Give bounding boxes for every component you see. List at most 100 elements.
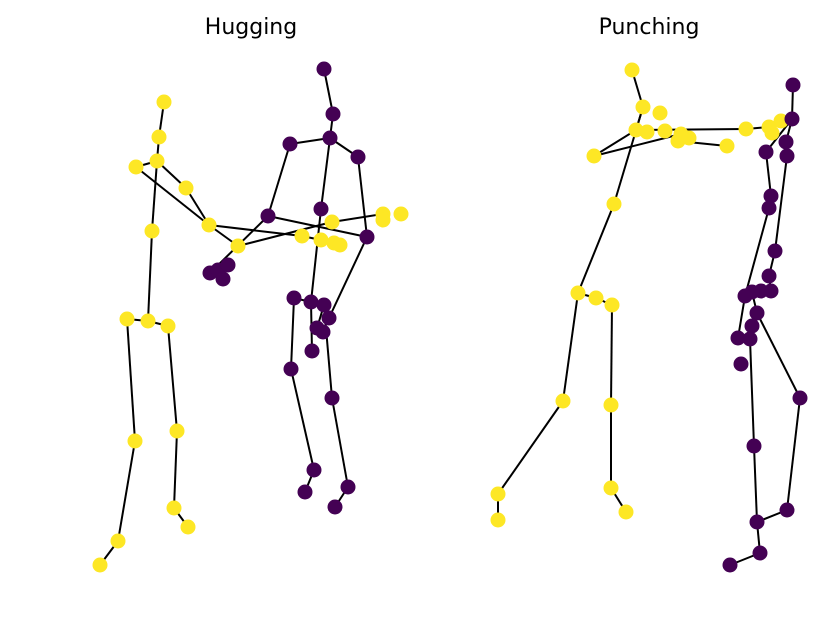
panel-punching: [490, 62, 808, 573]
joint-point: [764, 125, 780, 141]
joint-point: [375, 212, 391, 228]
joint-point: [393, 206, 409, 222]
joint-point: [603, 480, 619, 496]
bone: [610, 304, 613, 406]
joint-point: [722, 557, 738, 573]
joint-point: [286, 290, 302, 306]
joint-point: [332, 237, 348, 253]
bone: [267, 215, 368, 238]
joint-point: [160, 318, 176, 334]
panel-title-hugging: Hugging: [205, 15, 297, 40]
joint-point: [779, 502, 795, 518]
bone: [577, 203, 615, 294]
joint-point: [306, 462, 322, 478]
joint-point: [618, 504, 634, 520]
panel-title-punching: Punching: [599, 15, 700, 40]
joint-point: [758, 144, 774, 160]
bone: [310, 208, 322, 303]
bone: [749, 338, 755, 447]
joint-point: [737, 288, 753, 304]
joint-point: [156, 94, 172, 110]
joint-point: [110, 533, 126, 549]
joint-point: [359, 229, 375, 245]
joint-point: [304, 343, 320, 359]
joint-point: [92, 557, 108, 573]
joint-point: [297, 484, 313, 500]
bone: [267, 143, 291, 217]
bone: [320, 137, 331, 210]
bone: [562, 292, 579, 402]
joint-point: [749, 305, 765, 321]
joint-point: [340, 479, 356, 495]
joint-point: [792, 390, 808, 406]
joint-point: [761, 200, 777, 216]
joint-point: [119, 311, 135, 327]
bone: [117, 440, 136, 542]
joint-point: [127, 433, 143, 449]
joint-point: [169, 423, 185, 439]
joint-point: [316, 61, 332, 77]
joint-point: [657, 123, 673, 139]
joint-point: [313, 201, 329, 217]
joint-point: [742, 331, 758, 347]
joint-point: [767, 243, 783, 259]
joint-point: [220, 257, 236, 273]
joint-point: [761, 268, 777, 284]
joint-point: [180, 519, 196, 535]
bone: [167, 325, 178, 432]
bone: [331, 213, 384, 223]
joint-point: [763, 188, 779, 204]
bone: [147, 230, 153, 322]
joint-point: [738, 121, 754, 137]
joint-point: [779, 148, 795, 164]
joint-point: [325, 106, 341, 122]
joint-point: [555, 393, 571, 409]
joint-point: [746, 438, 762, 454]
joint-point: [604, 297, 620, 313]
joint-point: [215, 271, 231, 287]
joint-point: [588, 290, 604, 306]
joint-point: [744, 318, 760, 334]
joint-point: [490, 486, 506, 502]
bone: [357, 156, 368, 238]
bone: [593, 129, 637, 157]
joint-point: [282, 136, 298, 152]
bone: [290, 297, 295, 370]
joint-point: [730, 330, 746, 346]
joint-point: [149, 153, 165, 169]
bone: [497, 400, 564, 495]
joint-point: [586, 148, 602, 164]
joint-point: [652, 105, 668, 121]
joint-point: [749, 514, 765, 530]
joint-point: [201, 217, 217, 233]
bone: [774, 155, 788, 252]
joint-point: [490, 512, 506, 528]
bone: [756, 312, 801, 399]
joint-point: [570, 285, 586, 301]
joint-point: [624, 62, 640, 78]
joint-point: [719, 138, 735, 154]
bone: [786, 397, 801, 511]
joint-point: [315, 324, 331, 340]
panel-hugging: [92, 61, 409, 573]
joint-point: [283, 361, 299, 377]
joint-point: [313, 232, 329, 248]
joint-point: [166, 500, 182, 516]
joint-point: [784, 111, 800, 127]
bone: [744, 207, 770, 297]
joint-point: [140, 313, 156, 329]
joint-point: [321, 310, 337, 326]
joint-point: [322, 130, 338, 146]
joint-point: [324, 214, 340, 230]
joint-point: [778, 134, 794, 150]
joint-point: [327, 499, 343, 515]
joint-point: [733, 356, 749, 372]
joint-point: [324, 390, 340, 406]
bone: [173, 430, 178, 509]
joint-point: [303, 294, 319, 310]
joint-point: [603, 397, 619, 413]
bone: [323, 68, 334, 115]
joint-point: [350, 149, 366, 165]
bone: [135, 166, 210, 226]
